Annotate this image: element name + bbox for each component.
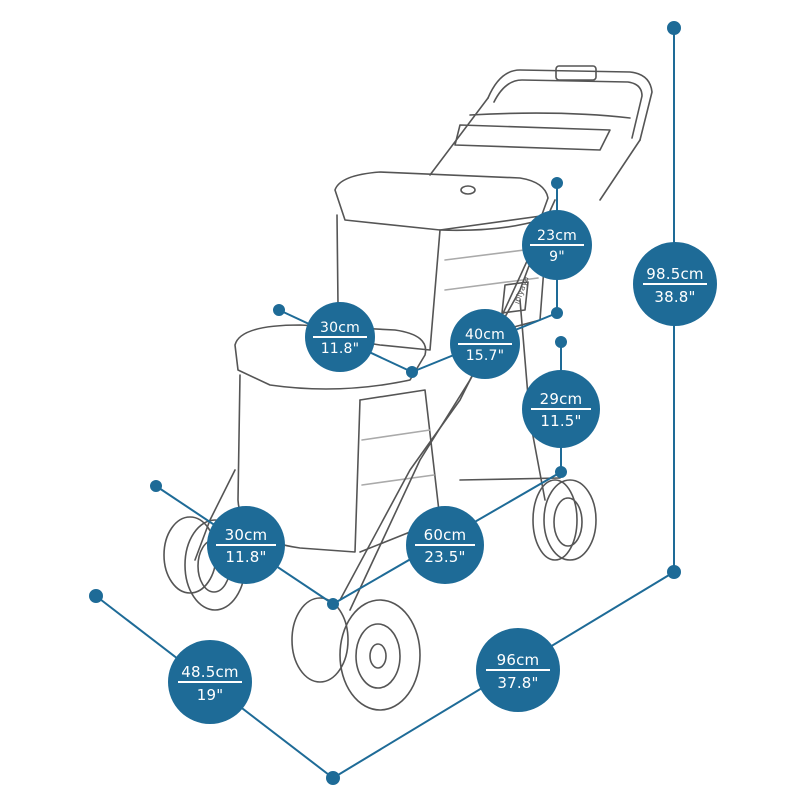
wheel-front-right — [291, 597, 421, 711]
badge-total-length: 96cm 37.8" — [476, 628, 560, 712]
dot-top-width-left — [273, 304, 285, 316]
main-frame-rail — [339, 199, 556, 601]
badge-top-seat-width-imperial: 11.8" — [320, 341, 360, 357]
badge-divider — [216, 544, 276, 546]
badge-total-length-imperial: 37.8" — [497, 674, 539, 692]
badge-divider — [415, 544, 475, 546]
badge-total-height-imperial: 38.8" — [654, 288, 696, 306]
dot-width-left — [89, 589, 103, 603]
frame-cross — [469, 112, 631, 119]
badge-top-seat-width: 30cm 11.8" — [305, 302, 375, 372]
badge-top-seat-length: 40cm 15.7" — [450, 309, 520, 379]
badge-divider — [486, 669, 550, 671]
badge-bottom-seat-width-imperial: 11.8" — [225, 548, 267, 566]
badge-bottom-seat-length-imperial: 23.5" — [424, 548, 466, 566]
top-seat-lid — [334, 171, 549, 232]
badge-bottom-seat-width-metric: 30cm — [224, 526, 268, 544]
badge-divider — [531, 408, 591, 410]
badge-total-length-metric: 96cm — [496, 651, 540, 669]
wheel-rear-right — [532, 479, 597, 561]
badge-divider — [178, 681, 242, 683]
badge-total-width-metric: 48.5cm — [181, 663, 239, 681]
handle-bar — [487, 69, 653, 141]
badge-top-seat-length-imperial: 15.7" — [465, 348, 505, 364]
badge-top-seat-length-metric: 40cm — [465, 327, 505, 343]
handle-frame — [429, 97, 489, 176]
bottom-seat-lid — [234, 324, 427, 390]
dot-bottom-height-top — [555, 336, 567, 348]
badge-bottom-seat-height: 29cm 11.5" — [522, 370, 600, 448]
dot-total-height-top — [667, 21, 681, 35]
badge-top-seat-height-metric: 23cm — [537, 228, 577, 244]
brand-sticker — [501, 281, 529, 314]
badge-divider — [643, 283, 707, 285]
handle-tray — [454, 124, 611, 151]
badge-bottom-seat-height-imperial: 11.5" — [540, 412, 582, 430]
badge-divider — [458, 343, 512, 345]
badge-total-height-metric: 98.5cm — [646, 265, 704, 283]
top-seat-mesh-h2 — [444, 277, 539, 291]
badge-divider — [313, 336, 367, 338]
badge-bottom-seat-width: 30cm 11.8" — [207, 506, 285, 584]
bottom-seat-mesh-h — [361, 429, 431, 441]
badge-divider — [530, 244, 584, 246]
badge-total-width: 48.5cm 19" — [168, 640, 252, 724]
badge-top-seat-height: 23cm 9" — [522, 210, 592, 280]
dot-top-height-top — [551, 177, 563, 189]
handle-frame-2 — [599, 139, 641, 201]
handle-bar-inner — [493, 79, 643, 139]
handle-grip — [555, 65, 597, 81]
badge-top-seat-width-metric: 30cm — [320, 320, 360, 336]
bottom-seat-mesh — [359, 389, 441, 553]
badge-bottom-seat-length: 60cm 23.5" — [406, 506, 484, 584]
top-seat-button — [460, 185, 476, 195]
badge-total-width-imperial: 19" — [196, 686, 224, 704]
base-rail — [459, 477, 561, 481]
badge-bottom-seat-height-metric: 29cm — [539, 390, 583, 408]
bottom-seat-mesh-h2 — [361, 474, 435, 486]
badge-total-height: 98.5cm 38.8" — [633, 242, 717, 326]
badge-bottom-seat-length-metric: 60cm — [423, 526, 467, 544]
badge-top-seat-height-imperial: 9" — [549, 249, 565, 265]
dot-bottom-width-left — [150, 480, 162, 492]
